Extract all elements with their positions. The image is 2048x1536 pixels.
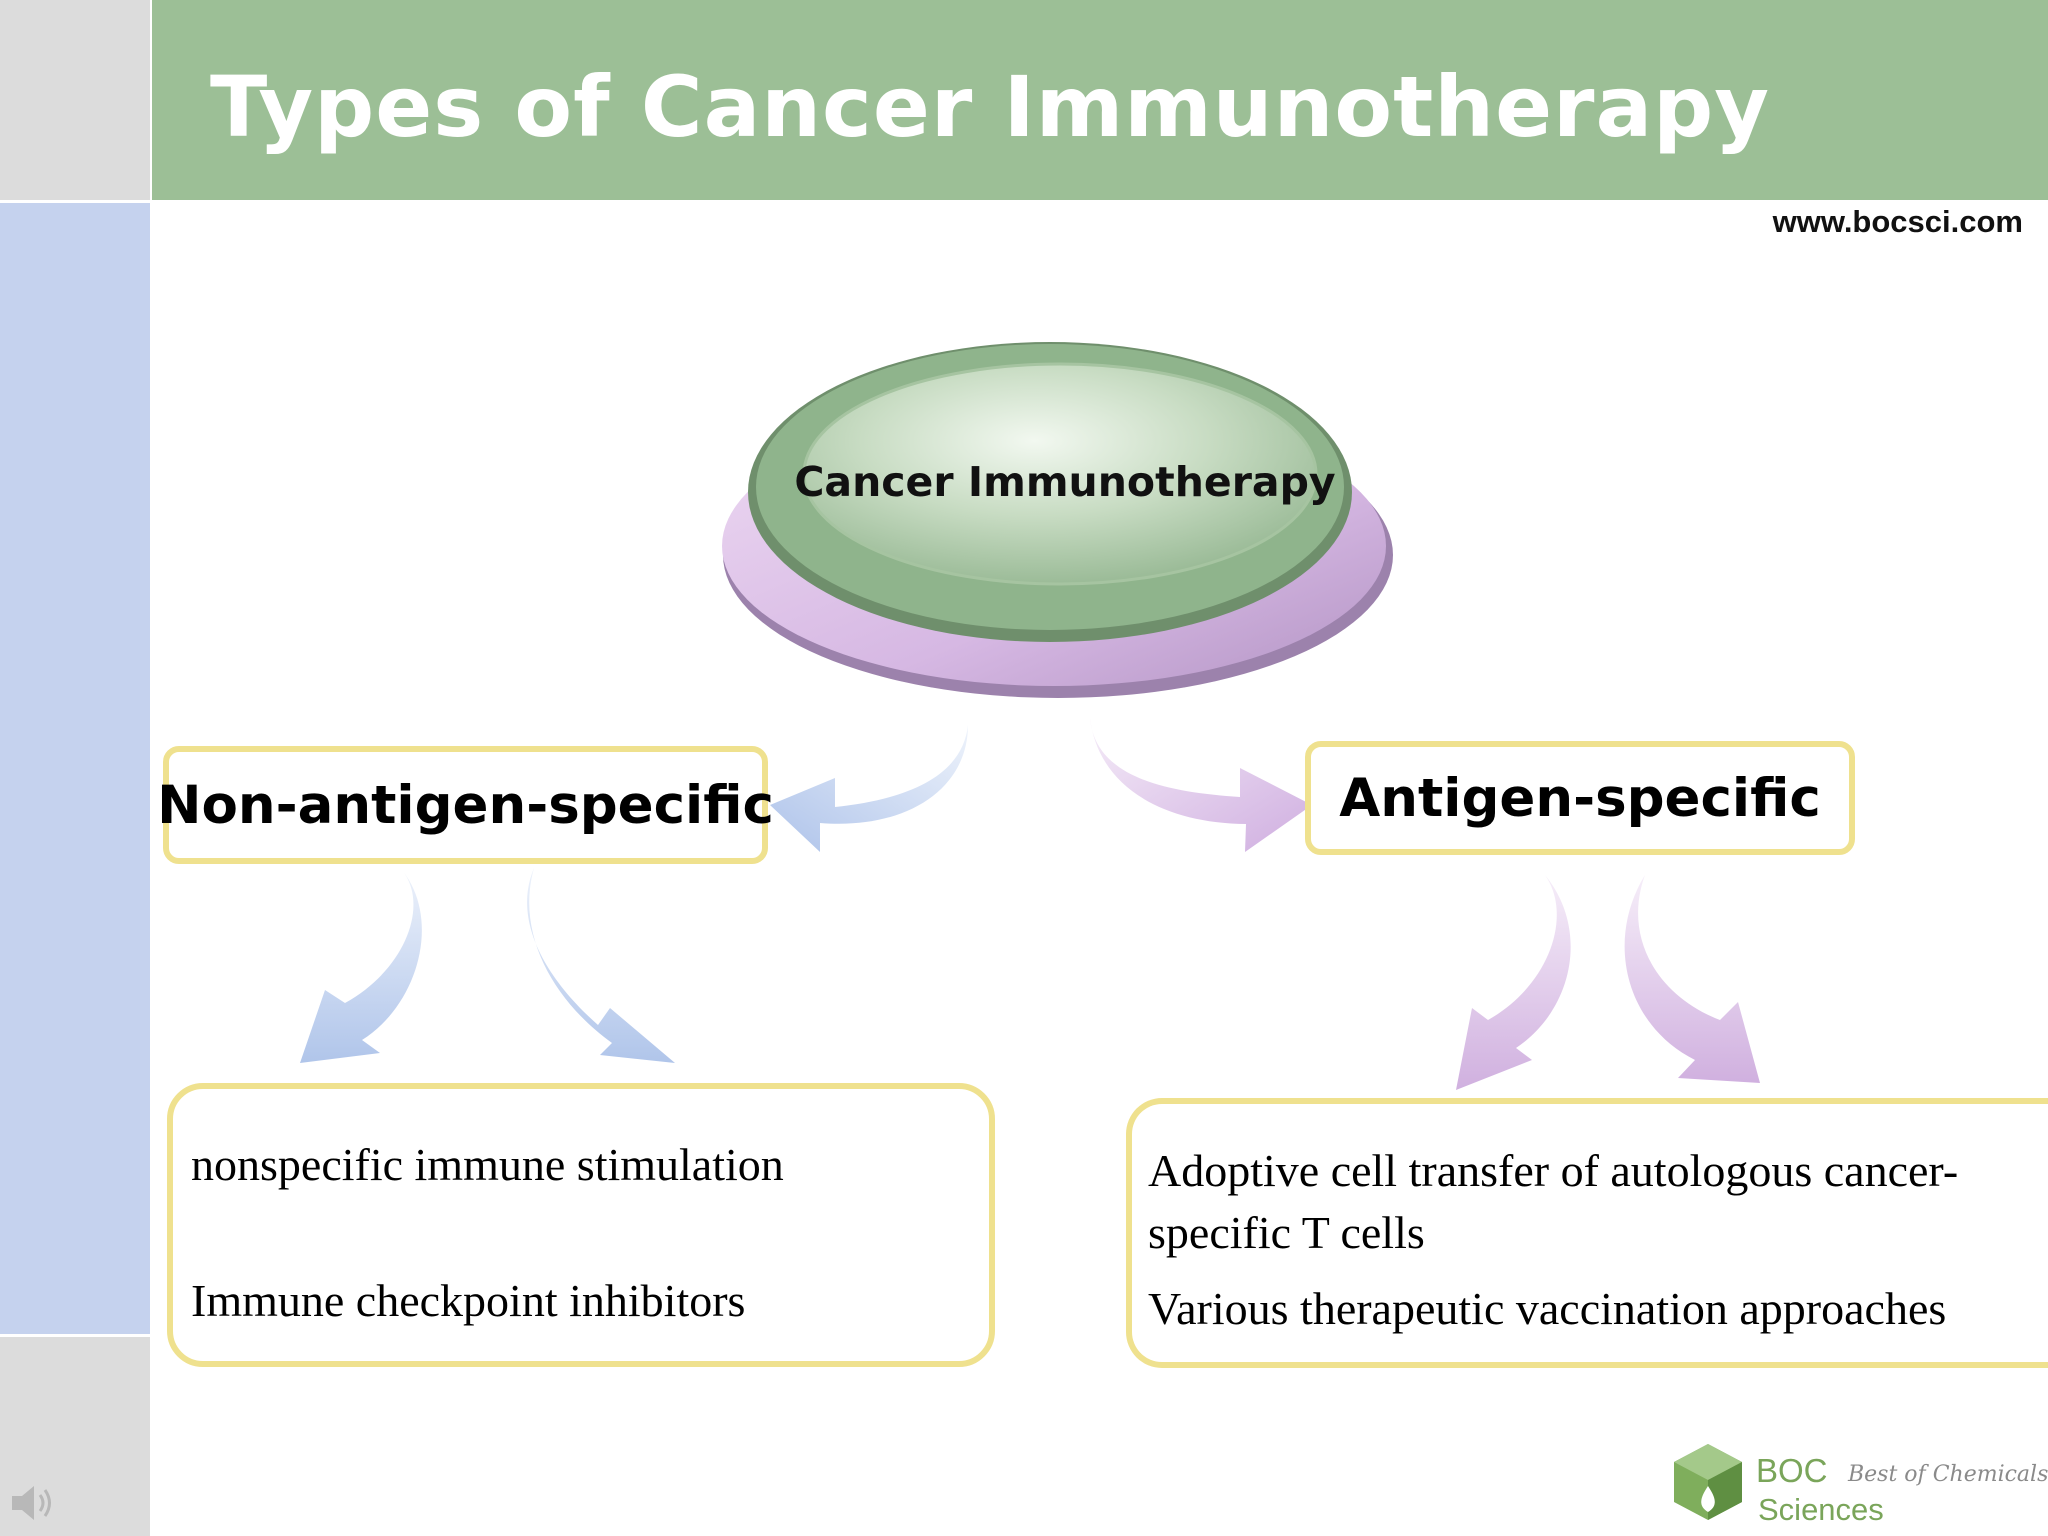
left-panel-accent xyxy=(0,200,150,1336)
logo-name: BOC xyxy=(1756,1452,1828,1489)
category-antigen-specific: Antigen-specific xyxy=(1305,741,1855,855)
left-divider xyxy=(0,1334,150,1337)
boc-sciences-logo: BOC Best of Chemicals Sciences xyxy=(1668,1440,2048,1536)
detail-item: Adoptive cell transfer of autologous can… xyxy=(1148,1145,1959,1258)
arrow-to-non-antigen xyxy=(770,725,968,852)
arrow-down-left-2 xyxy=(527,868,675,1063)
title-banner xyxy=(152,0,2048,200)
category-label: Antigen-specific xyxy=(1339,767,1821,829)
center-label: Cancer Immunotherapy xyxy=(794,458,1336,506)
category-non-antigen-specific: Non-antigen-specific xyxy=(157,746,774,864)
detail-item: nonspecific immune stimulation xyxy=(191,1139,784,1190)
logo-subtitle: Sciences xyxy=(1758,1492,1884,1527)
arrow-down-right-2 xyxy=(1624,875,1760,1083)
non-antigen-details-box: nonspecific immune stimulation Immune ch… xyxy=(167,1083,995,1367)
website-url: www.bocsci.com xyxy=(1772,204,2023,239)
left-divider xyxy=(0,200,150,203)
logo-tagline: Best of Chemicals xyxy=(1848,1462,2048,1487)
slide-title: Types of Cancer Immunotherapy xyxy=(210,58,1771,156)
center-ellipse xyxy=(722,342,1393,698)
detail-item: Various therapeutic vaccination approach… xyxy=(1148,1283,1947,1334)
boc-logo-icon xyxy=(1674,1444,1742,1520)
arrow-down-left-1 xyxy=(300,870,422,1063)
arrow-down-right-1 xyxy=(1456,875,1571,1090)
arrow-to-antigen xyxy=(1090,718,1312,852)
speaker-icon[interactable] xyxy=(8,1480,58,1526)
left-panel-top xyxy=(0,0,150,200)
category-label: Non-antigen-specific xyxy=(157,774,774,836)
antigen-details-box: Adoptive cell transfer of autologous can… xyxy=(1126,1098,2048,1368)
detail-item: Immune checkpoint inhibitors xyxy=(191,1275,746,1326)
